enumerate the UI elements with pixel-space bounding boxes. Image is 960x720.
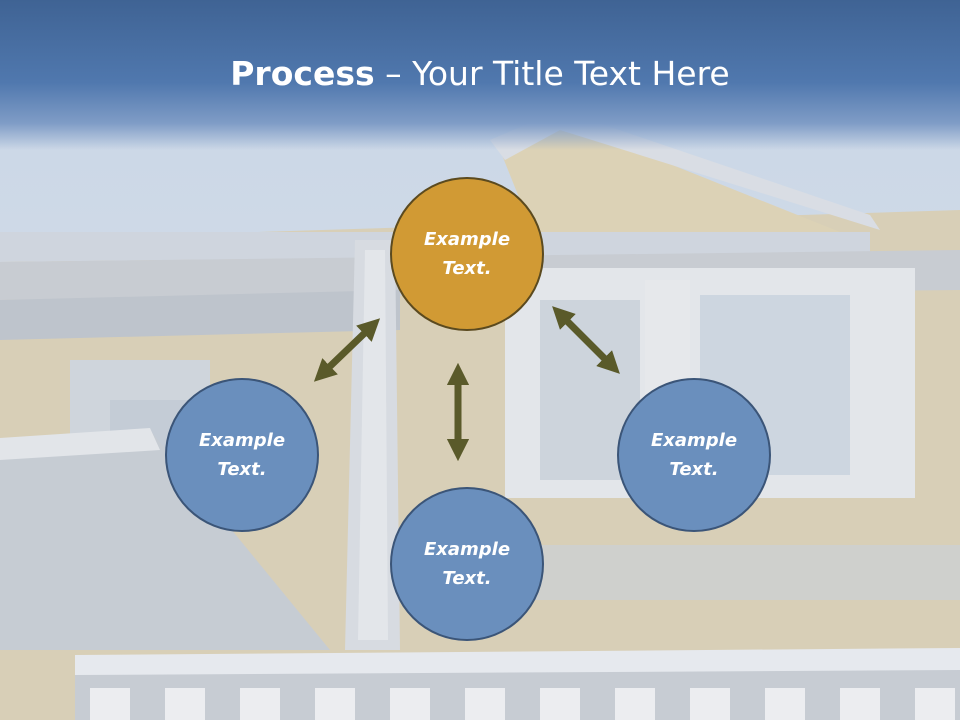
step-1-text: Example Text. [407, 225, 527, 283]
step-1-line-2: Text. [442, 258, 492, 279]
process-step-1: Example Text. [390, 177, 544, 331]
step-2-line-2: Text. [217, 459, 267, 480]
title-rest: – Your Title Text Here [374, 54, 730, 93]
title-bold: Process [230, 54, 375, 93]
double-arrow-icon [552, 306, 620, 374]
title-band [0, 0, 960, 150]
step-3-text: Example Text. [634, 426, 754, 484]
process-step-4: Example Text. [390, 487, 544, 641]
double-arrow-icon [313, 318, 381, 382]
step-4-line-1: Example [423, 539, 511, 560]
step-4-line-2: Text. [442, 568, 492, 589]
step-4-text: Example Text. [407, 535, 527, 593]
slide-title: Process – Your Title Text Here [0, 52, 960, 96]
step-2-line-1: Example [198, 430, 286, 451]
step-1-line-1: Example [423, 229, 511, 250]
step-2-text: Example Text. [182, 426, 302, 484]
step-3-line-2: Text. [669, 459, 719, 480]
process-step-3: Example Text. [617, 378, 771, 532]
step-3-line-1: Example [650, 430, 738, 451]
process-step-2: Example Text. [165, 378, 319, 532]
